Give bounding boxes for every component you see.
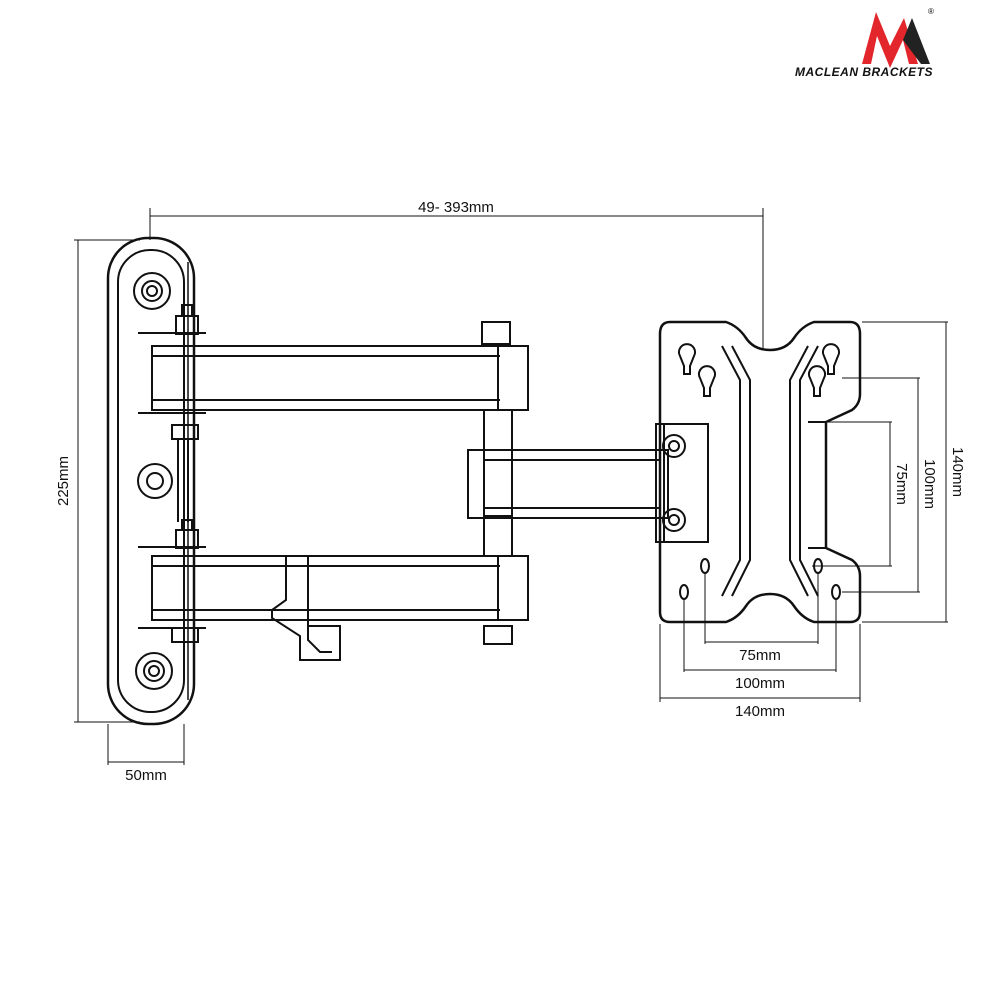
hinge-nuts [171,304,513,645]
arm-extension-label: 49- 393mm [418,199,494,216]
wall-plate-height-label: 225mm [55,456,72,506]
vesa-horizontal-75-label: 75mm [739,647,781,664]
middle-arm [467,449,669,519]
wall-plate-hole-middle [137,463,173,499]
vesa-vertical-100-label: 100mm [921,459,938,509]
wall-plate-depth-label: 50mm [125,767,167,784]
upper-arm [151,345,529,411]
cable-clip [271,555,342,661]
pivot-post [483,410,513,556]
tilt-head [655,423,709,543]
wall-plate-hole-top [133,272,171,310]
brand-registered-mark: ® [928,7,934,16]
lower-arm [151,555,529,621]
brand-name: MACLEAN BRACKETS [795,65,933,79]
bracket-linework [106,236,862,726]
vesa-vertical-140-label: 140mm [949,447,966,497]
logo-mark-dark-icon [903,18,930,64]
vesa-plate [658,320,862,624]
vesa-vertical-75-label: 75mm [893,463,910,505]
logo-mark-icon [862,12,918,68]
dimension-lines [74,208,948,765]
wall-plate-hole-bottom [135,652,173,690]
vesa-horizontal-100-label: 100mm [735,675,785,692]
brand-logo: ® MACLEAN BRACKETS [795,7,934,79]
vesa-horizontal-140-label: 140mm [735,703,785,720]
